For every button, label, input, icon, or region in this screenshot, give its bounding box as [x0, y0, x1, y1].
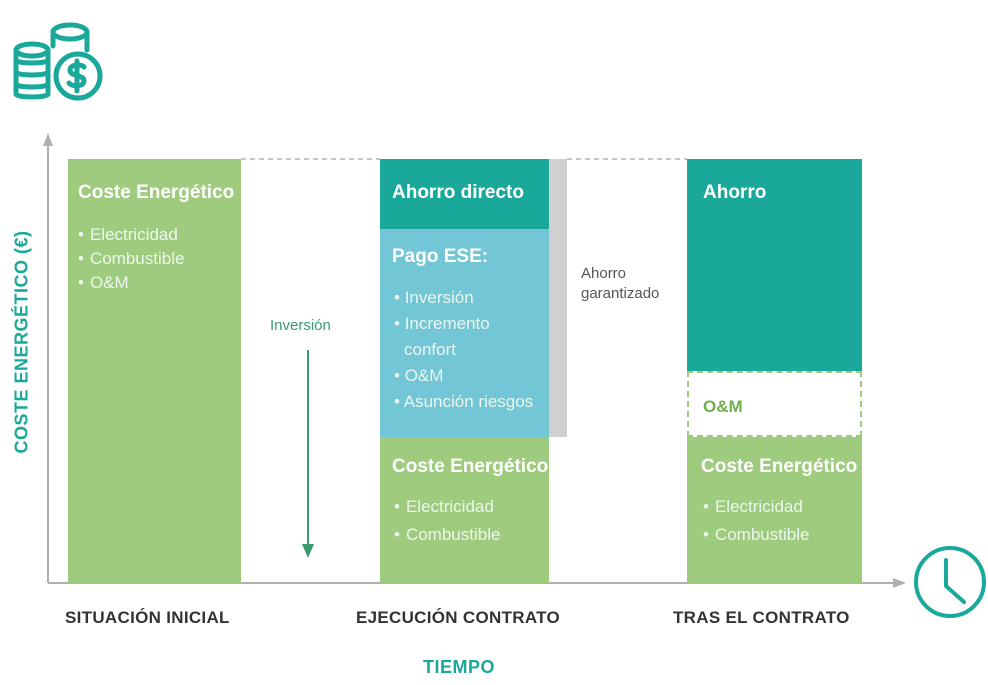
ese-payment-box: Pago ESE: • Inversión • Incremento confo… [380, 229, 549, 437]
after-savings-title: Ahorro [703, 182, 767, 203]
execution-energy-items: Electricidad Combustible [394, 493, 501, 549]
list-item: O&M [78, 271, 184, 295]
list-item: Electricidad [78, 223, 184, 247]
after-energy-items: Electricidad Combustible [703, 493, 810, 549]
list-item: Combustible [703, 521, 810, 549]
column-label-initial: SITUACIÓN INICIAL [65, 608, 230, 627]
initial-energy-title: Coste Energético [78, 182, 235, 203]
execution-energy-title: Coste Energético [392, 456, 549, 477]
list-item: • Asunción riesgos [394, 392, 534, 411]
coins-dollar-icon [13, 22, 103, 101]
list-item: • Incremento [394, 314, 490, 333]
list-item: confort [404, 340, 456, 359]
list-item: Electricidad [703, 493, 809, 521]
list-item: • O&M [394, 366, 444, 385]
ese-payment-items: • Inversión • Incremento confort • O&M •… [394, 285, 533, 415]
list-item: Combustible [78, 247, 185, 271]
list-item: Electricidad [394, 493, 500, 521]
after-savings-box: Ahorro [687, 159, 862, 371]
direct-savings-title: Ahorro directo [392, 182, 524, 203]
initial-energy-cost-box: Coste Energético Electricidad Combustibl… [68, 159, 241, 583]
guaranteed-savings-bar [549, 159, 567, 437]
initial-items: Electricidad Combustible O&M [78, 223, 185, 295]
clock-icon [914, 546, 986, 618]
column-label-after: TRAS EL CONTRATO [673, 608, 850, 627]
ese-payment-title: Pago ESE: [392, 246, 489, 267]
execution-energy-cost-box: Coste Energético Electricidad Combustibl… [380, 437, 549, 583]
direct-savings-box: Ahorro directo [380, 159, 549, 229]
column-label-execution: EJECUCIÓN CONTRATO [356, 608, 561, 627]
y-axis-label: COSTE ENERGÉTICO (€) [11, 230, 32, 454]
inversion-label: Inversión [270, 317, 331, 334]
guaranteed-savings-label: Ahorro garantizado [581, 265, 660, 302]
list-item: • Inversión [394, 288, 474, 307]
after-om-label: O&M [703, 397, 743, 416]
after-energy-cost-box: Coste Energético Electricidad Combustibl… [687, 437, 862, 583]
list-item: Combustible [394, 521, 501, 549]
after-energy-title: Coste Energético [701, 456, 858, 477]
x-axis-label: TIEMPO [423, 657, 496, 677]
after-om-box: O&M [687, 371, 862, 437]
